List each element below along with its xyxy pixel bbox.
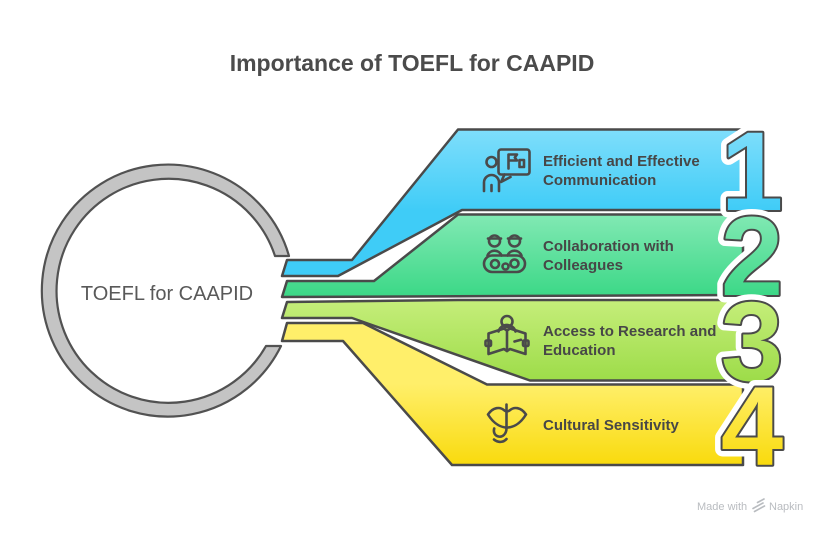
step-number-1-text: 1	[721, 109, 783, 234]
step-3-label-line1: Access to Research and	[543, 323, 716, 340]
footer-made-with-text: Made with	[697, 501, 747, 513]
step-number-4: 4 4	[713, 357, 790, 497]
footer-brand-text: Napkin	[769, 501, 803, 513]
step-2-label-line1: Collaboration with	[543, 238, 674, 255]
step-number-3-casing: 3	[721, 279, 783, 404]
presentation-speech-icon	[482, 148, 531, 193]
reading-book-icon	[484, 314, 530, 356]
step-3-label-line2: Education	[543, 342, 616, 359]
step-4-label-line1: Cultural Sensitivity	[543, 417, 680, 434]
napkin-logo-icon	[752, 498, 766, 513]
colleagues-icon	[482, 234, 527, 274]
center-ring	[40, 163, 291, 418]
step-1-label: Efficient and Effective Communication	[543, 153, 704, 189]
step-1-label-line1: Efficient and Effective	[543, 153, 700, 170]
ribbon-step-3	[280, 298, 745, 382]
footer-watermark: Made with Napkin	[697, 498, 803, 513]
ribbon-step-1	[280, 128, 745, 278]
step-number-1: 1 1	[713, 102, 790, 242]
step-number-2-text: 2	[721, 194, 783, 319]
center-ring-label: TOEFL for CAAPID	[81, 283, 253, 305]
step-number-2-casing: 2	[721, 194, 783, 319]
step-2-label-line2: Colleagues	[543, 257, 623, 274]
step-number-4-casing: 4	[721, 364, 783, 489]
step-number-1-casing: 1	[721, 109, 783, 234]
step-number-2: 2 2	[713, 187, 790, 327]
step-number-3: 3 3	[713, 272, 790, 412]
ribbon-step-4	[280, 321, 745, 467]
page-title: Importance of TOEFL for CAAPID	[230, 50, 595, 76]
step-number-4-text: 4	[721, 364, 783, 489]
step-2-label: Collaboration with Colleagues	[543, 238, 678, 274]
quiet-gesture-icon	[486, 403, 528, 444]
step-number-3-text: 3	[721, 279, 783, 404]
step-3-label: Access to Research and Education	[543, 323, 721, 359]
step-1-label-line2: Communication	[543, 172, 656, 189]
step-4-label: Cultural Sensitivity	[543, 417, 680, 434]
